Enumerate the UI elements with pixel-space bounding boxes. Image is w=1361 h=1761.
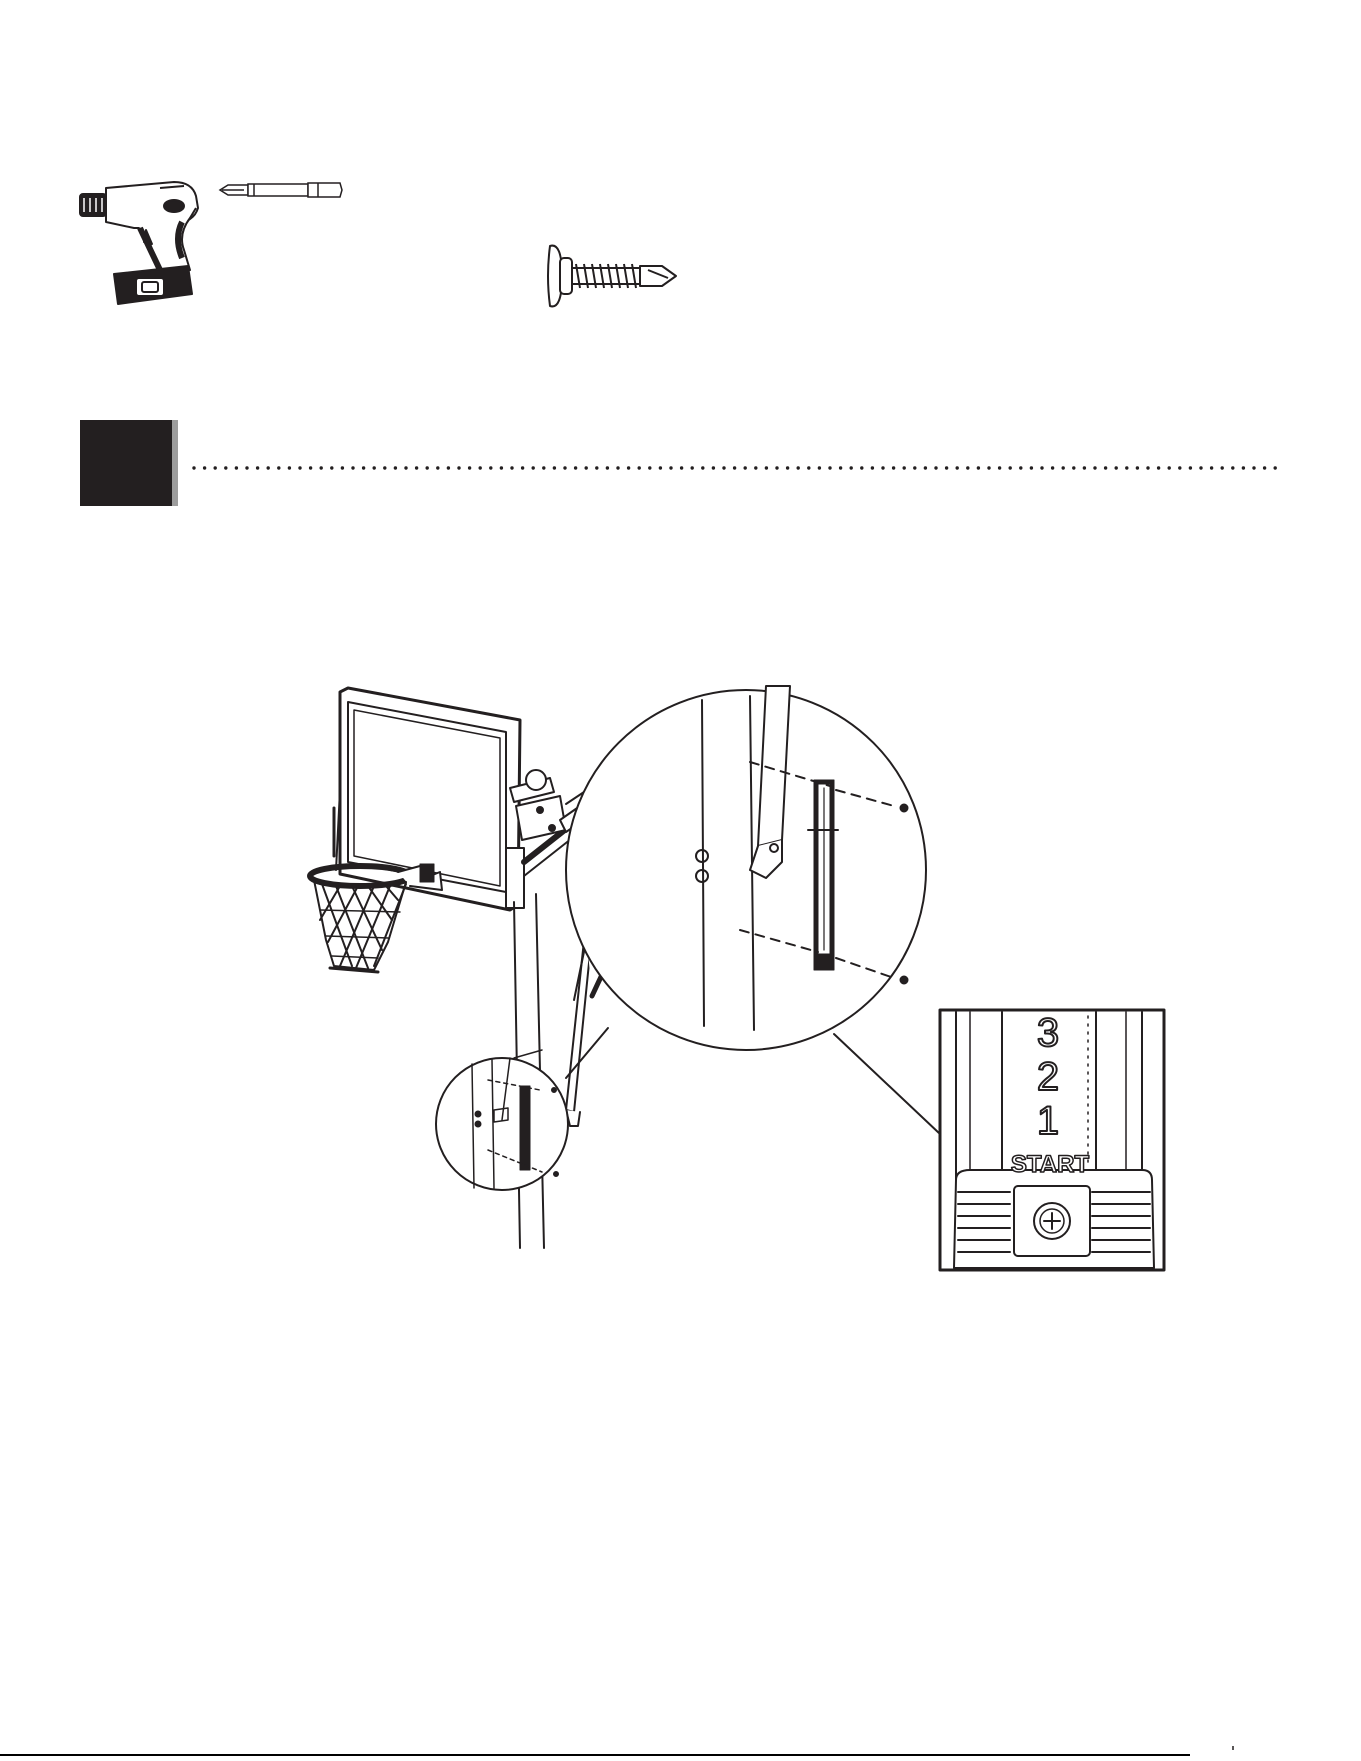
assembly-illustration: 3 2 1 START [270,680,1190,1280]
scale-label-3: 3 [1037,1011,1059,1055]
phillips-bit-icon [218,180,344,200]
self-drilling-screw-icon [544,240,684,312]
step-number [80,420,172,506]
dotted-leader-line [192,466,1282,470]
footer-rule [0,1754,1190,1756]
scale-inset: 3 2 1 START [940,1010,1164,1270]
scale-label-2: 2 [1037,1055,1059,1099]
scale-label-start: START [1011,1151,1090,1178]
detail-callout-large [566,686,926,1050]
cordless-drill-icon [74,178,214,314]
footer-tick-mark [1228,1744,1238,1758]
scale-label-1: 1 [1037,1099,1059,1143]
step-marker [80,420,172,506]
step-block-shadow [172,420,178,506]
detail-callout-small [436,1058,568,1190]
